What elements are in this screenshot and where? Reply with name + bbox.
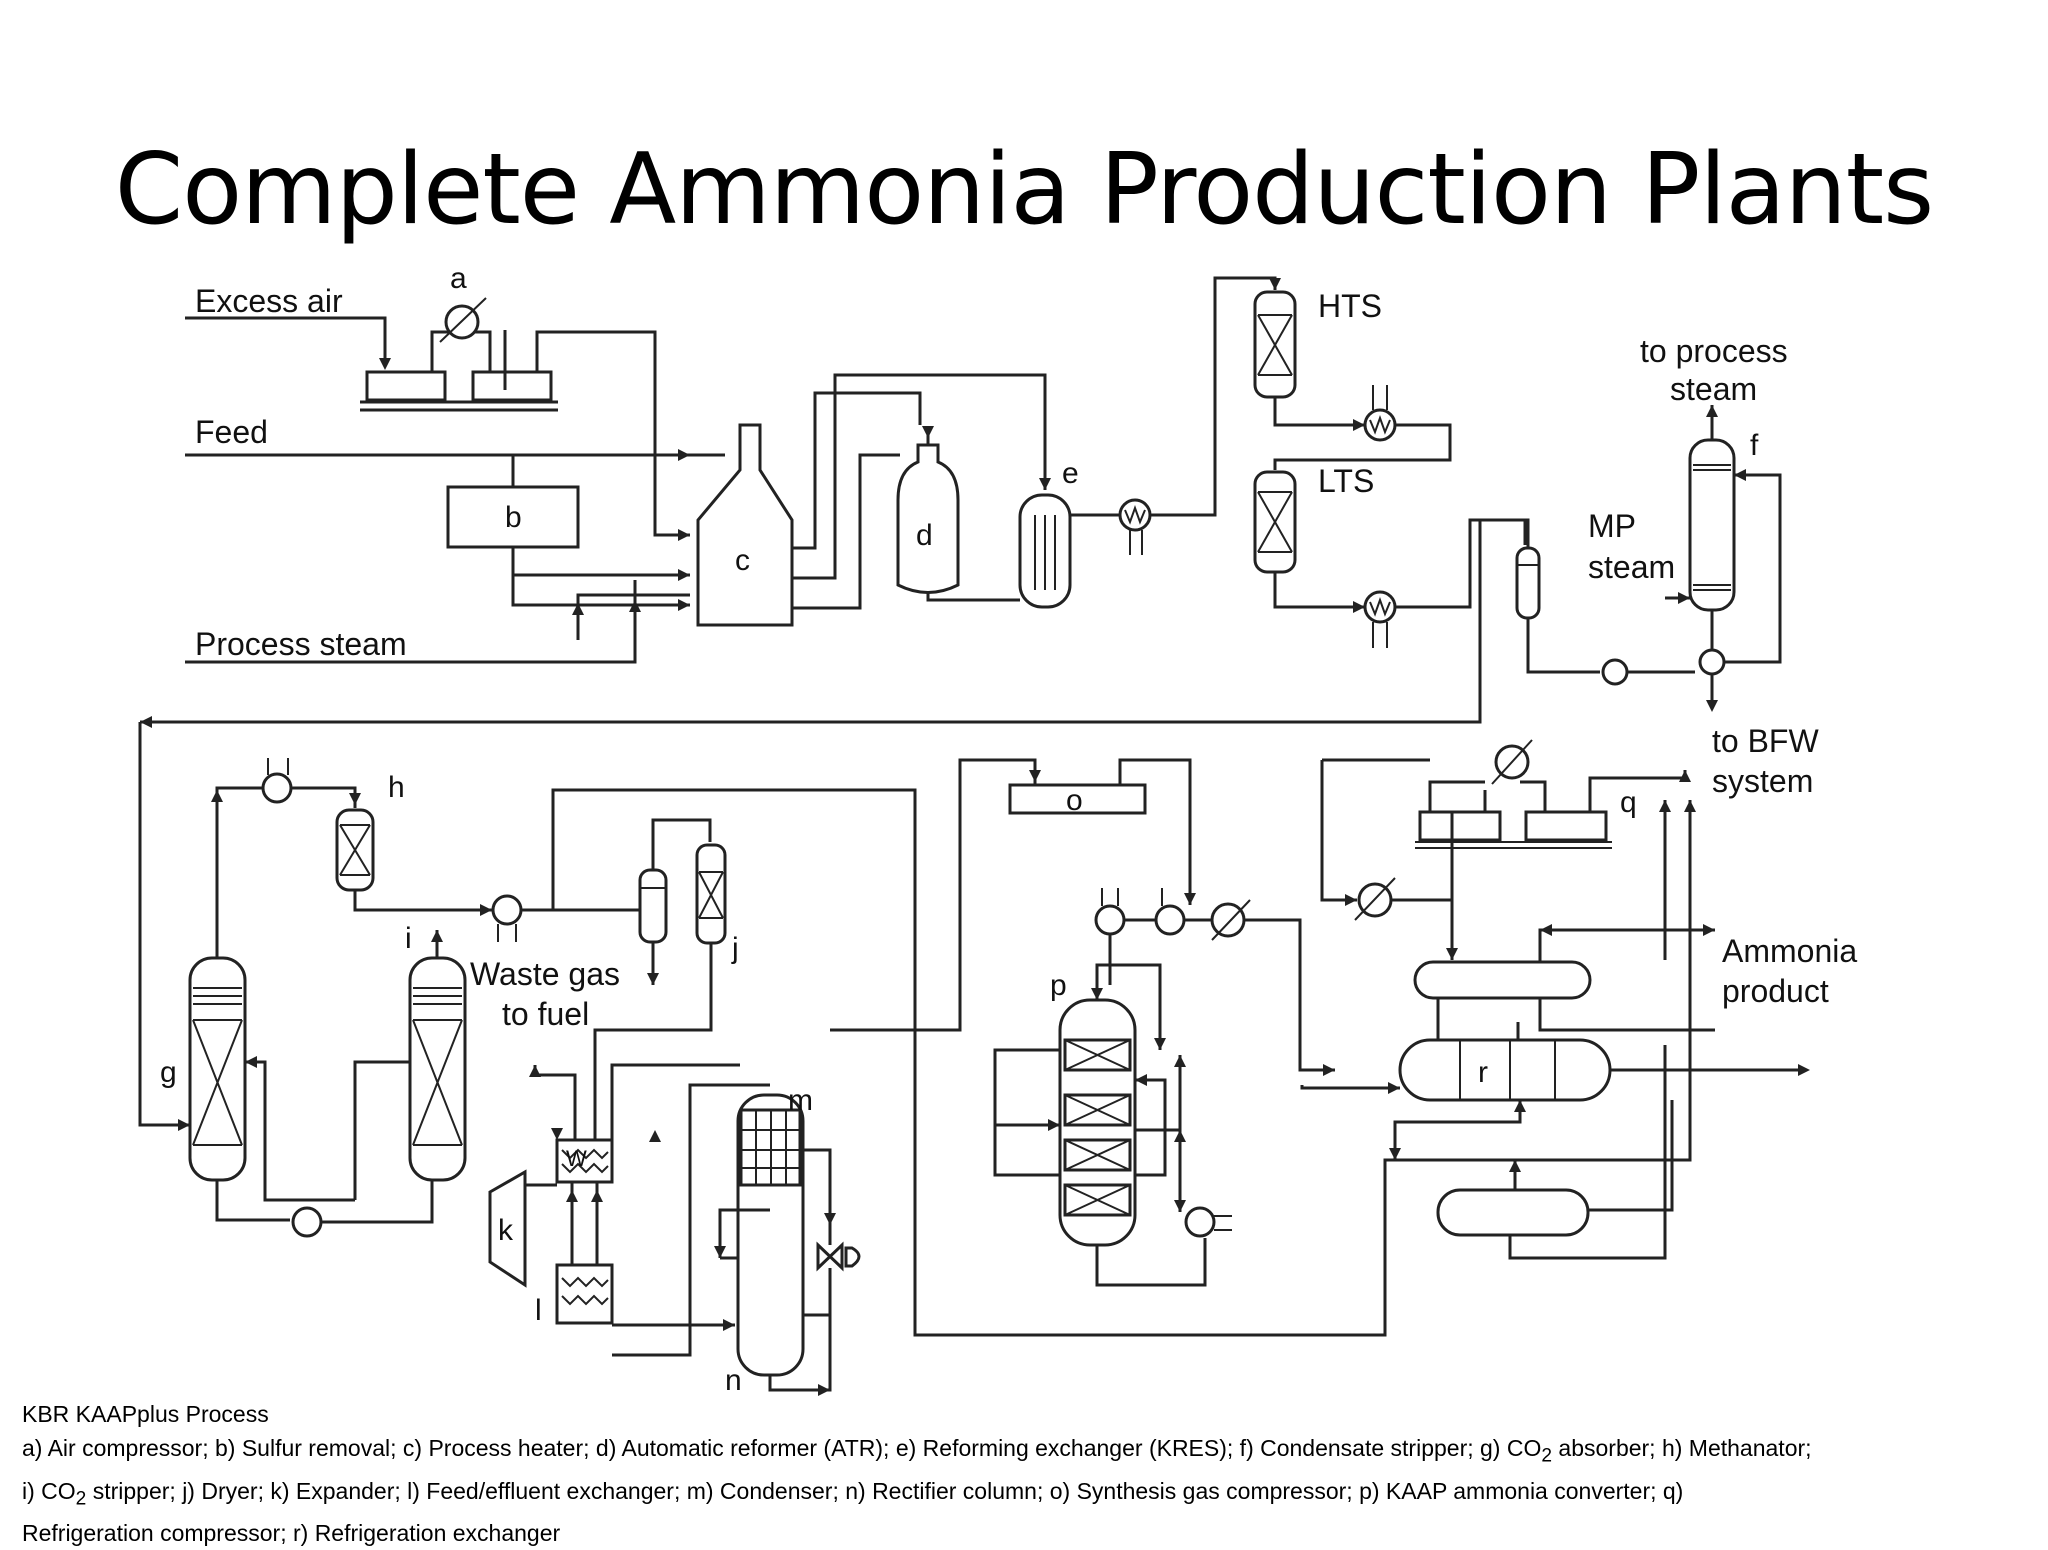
to-bfw-system-label-1: to BFW bbox=[1712, 723, 1819, 759]
equipment-letter-d: d bbox=[916, 519, 933, 552]
feed-effluent-exchanger-l bbox=[555, 1063, 770, 1357]
solvent-pump bbox=[291, 1180, 434, 1238]
slide-title: Complete Ammonia Production Plants bbox=[114, 133, 1934, 247]
mp-steam-label-1: MP bbox=[1588, 508, 1636, 544]
equipment-letter-e: e bbox=[1062, 457, 1079, 490]
equipment-letter-f: f bbox=[1750, 429, 1759, 462]
excess-air-label: Excess air bbox=[195, 283, 343, 319]
hts-exchanger bbox=[1273, 385, 1452, 470]
heater-out-line-1 bbox=[792, 391, 922, 550]
reforming-exchanger-e bbox=[1018, 493, 1120, 609]
equipment-letter-b: b bbox=[505, 501, 522, 534]
ammonia-product-label-2: product bbox=[1722, 973, 1829, 1009]
methanator-feed-exchanger bbox=[261, 758, 357, 808]
feed-label: Feed bbox=[195, 414, 268, 450]
heater-out-line-3 bbox=[792, 453, 900, 610]
waste-heat-exchanger-1 bbox=[1118, 276, 1277, 555]
waste-gas-exchanger bbox=[491, 788, 1692, 1337]
air-compressor-a bbox=[360, 297, 690, 537]
equipment-letter-a: a bbox=[450, 262, 467, 295]
refrigerant-drum-lower bbox=[1436, 1045, 1674, 1260]
lts-label: LTS bbox=[1318, 463, 1374, 499]
equipment-letter-k: k bbox=[498, 1214, 514, 1247]
to-bfw-system-label-2: system bbox=[1712, 763, 1813, 799]
to-process-steam-label-1: to process bbox=[1640, 333, 1788, 369]
knockout-drum bbox=[140, 518, 1600, 724]
dryer-j bbox=[593, 843, 727, 1145]
converter-effluent-exchanger bbox=[1178, 1130, 1232, 1238]
caption: KBR KAAPplus Process a) Air compressor; … bbox=[22, 1397, 2032, 1550]
equipment-letter-r: r bbox=[1478, 1056, 1488, 1089]
process-heater-c bbox=[696, 423, 794, 627]
equipment-letter-o: o bbox=[1066, 784, 1083, 817]
process-steam-label: Process steam bbox=[195, 626, 407, 662]
condensate-stripper-f bbox=[1665, 405, 1782, 705]
autothermal-reformer-d bbox=[896, 430, 1020, 602]
to-process-steam-label-2: steam bbox=[1670, 371, 1757, 407]
syngas-compressor-o bbox=[830, 758, 1192, 1032]
equipment-letter-q: q bbox=[1620, 786, 1637, 819]
ammonia-product-label-1: Ammonia bbox=[1722, 933, 1857, 969]
lts-exchanger bbox=[1363, 518, 1527, 648]
mp-steam-label-2: steam bbox=[1588, 549, 1675, 585]
refrigerant-drum-upper bbox=[1413, 928, 1715, 1040]
caption-line-3: Refrigeration compressor; r) Refrigerati… bbox=[22, 1520, 561, 1547]
equipment-letter-n: n bbox=[725, 1364, 742, 1397]
heater-out-line-2 bbox=[792, 373, 1047, 580]
caption-process-name: KBR KAAPplus Process bbox=[22, 1401, 269, 1427]
equipment-letter-c: c bbox=[735, 544, 750, 577]
equipment-letter-j: j bbox=[731, 932, 739, 965]
separator-drum bbox=[638, 818, 712, 985]
waste-gas-label-2: to fuel bbox=[502, 996, 589, 1032]
exchanger-w bbox=[555, 1138, 614, 1184]
flow-arrowheads bbox=[140, 278, 1810, 1396]
exchanger-w-letter: W bbox=[566, 1146, 587, 1171]
equipment-letter-g: g bbox=[160, 1056, 177, 1089]
ammonia-converter-p bbox=[993, 934, 1207, 1287]
level-control-valve bbox=[816, 1241, 861, 1272]
equipment-letter-m: m bbox=[788, 1084, 813, 1117]
equipment-letter-l: l bbox=[535, 1294, 542, 1327]
refrigeration-compressor-q bbox=[1320, 739, 1687, 960]
methanator-h bbox=[335, 808, 492, 912]
waste-gas-label-1: Waste gas bbox=[470, 956, 620, 992]
expander-k bbox=[488, 1169, 557, 1288]
equipment-letter-i: i bbox=[405, 922, 412, 955]
equipment-letter-h: h bbox=[388, 771, 405, 804]
caption-line-1: a) Air compressor; b) Sulfur removal; c)… bbox=[22, 1435, 1812, 1467]
refrigerant-exchanger bbox=[1354, 877, 1452, 921]
condenser-m bbox=[718, 1108, 832, 1392]
refrigeration-exchanger-r bbox=[1300, 800, 1805, 1160]
sulfur-removal-b bbox=[446, 455, 690, 640]
excess-air-line bbox=[185, 316, 387, 362]
co2-stripper-i bbox=[245, 930, 467, 1202]
co2-loop-left bbox=[138, 722, 190, 1127]
caption-line-2: i) CO2 stripper; j) Dryer; k) Expander; … bbox=[22, 1477, 1684, 1510]
hts-reactor bbox=[1253, 290, 1365, 427]
hts-label: HTS bbox=[1318, 288, 1382, 324]
converter-feed-exchangers bbox=[1094, 888, 1335, 1072]
equipment-letter-p: p bbox=[1050, 969, 1067, 1002]
lts-reactor bbox=[1253, 470, 1365, 609]
co2-absorber-g bbox=[188, 786, 290, 1222]
condensate-pump bbox=[1601, 658, 1695, 686]
